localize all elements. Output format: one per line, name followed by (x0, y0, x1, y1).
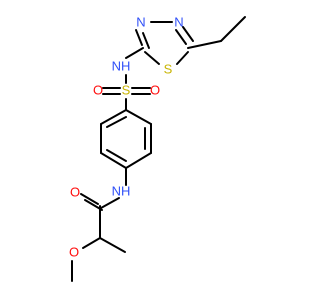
benzene-inner-2 (106, 149, 127, 162)
atom-sulfonamide-nh: NH (112, 58, 131, 73)
molecule-structure: N N S NH S O O NH O O (69, 14, 246, 282)
atom-carbonyl-o: O (70, 184, 80, 199)
benzene-inner-3 (106, 116, 127, 128)
bond-n4-c5-inner (182, 26, 194, 42)
bond-c5-s (176, 51, 189, 65)
bond-c2-n3-inner (142, 32, 150, 49)
benzene-bond-1 (125, 109, 152, 125)
bond-c2-nh (125, 47, 144, 59)
bond-carbonyl-o-1 (80, 193, 99, 205)
atom-n4: N (174, 14, 183, 29)
bond-ethyl-ch2-ch3 (220, 16, 246, 42)
benzene-bond-6 (100, 109, 127, 125)
atom-thiadiazole-s: S (164, 61, 173, 76)
atom-methoxy-o: O (69, 244, 79, 259)
bond-nh-carbonyl (100, 197, 120, 209)
atom-sulfonyl-o-right: O (150, 82, 160, 97)
atom-n3: N (136, 14, 145, 29)
bond-c5-ethyl-ch2 (187, 40, 222, 49)
bond-alpha-methyl (99, 237, 126, 253)
benzene-bond-3 (125, 152, 152, 169)
atom-amide-nh: NH (112, 183, 131, 198)
atom-sulfonyl-s: S (122, 82, 131, 97)
bond-layer (71, 16, 246, 282)
bond-s-c2 (144, 51, 160, 65)
atom-sulfonyl-o-left: O (93, 82, 103, 97)
bond-n4-c5 (175, 29, 187, 45)
bond-c2-n3 (135, 29, 143, 46)
atom-label-layer: N N S NH S O O NH O O (69, 14, 184, 259)
bond-alpha-o (82, 237, 101, 249)
benzene-bond-4 (100, 152, 127, 169)
